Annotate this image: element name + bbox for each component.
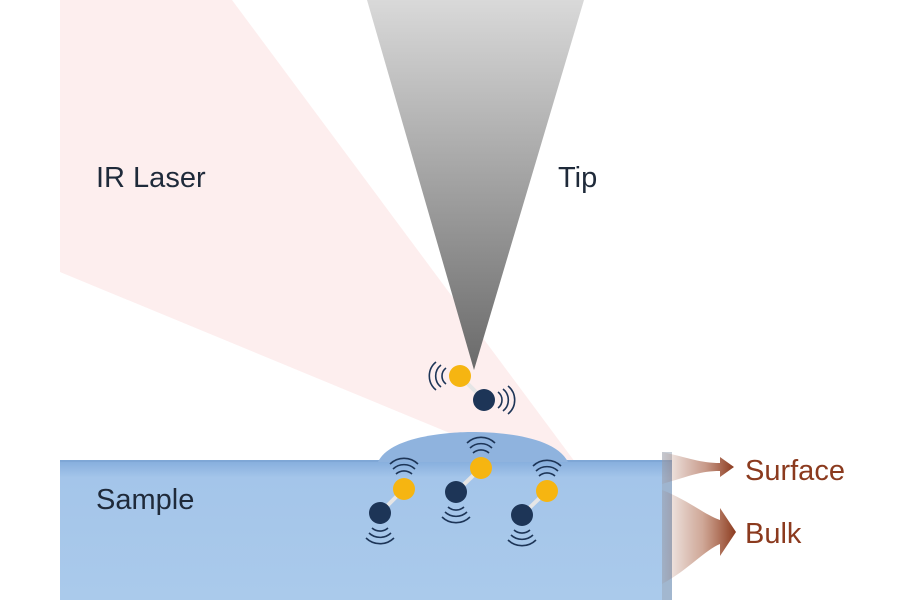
molecule-sample-2 — [441, 436, 496, 524]
vibration-icon — [507, 459, 562, 547]
afm-tip — [367, 0, 584, 370]
atom-navy — [473, 389, 495, 411]
atom-navy — [511, 504, 533, 526]
atom-yellow — [470, 457, 492, 479]
surface-bubble — [378, 432, 568, 462]
ir-laser-label: IR Laser — [96, 162, 206, 194]
atom-yellow — [449, 365, 471, 387]
atom-yellow — [393, 478, 415, 500]
ir-laser-beam — [60, 0, 575, 462]
bulk-label: Bulk — [745, 518, 802, 550]
molecule-sample-3 — [507, 459, 562, 547]
vibration-icon — [441, 436, 496, 524]
surface-signal-arrow — [662, 452, 734, 484]
vibration-icon — [365, 457, 419, 545]
atom-navy — [369, 502, 391, 524]
atom-navy — [445, 481, 467, 503]
molecule-sample-1 — [365, 457, 419, 545]
surface-label: Surface — [745, 455, 845, 487]
molecule-tip — [428, 361, 516, 415]
tip-label: Tip — [558, 162, 597, 194]
sample-label: Sample — [96, 484, 194, 516]
atom-yellow — [536, 480, 558, 502]
vibration-icon — [428, 361, 516, 415]
bulk-signal-arrow — [662, 490, 736, 584]
sample-block — [60, 461, 672, 600]
